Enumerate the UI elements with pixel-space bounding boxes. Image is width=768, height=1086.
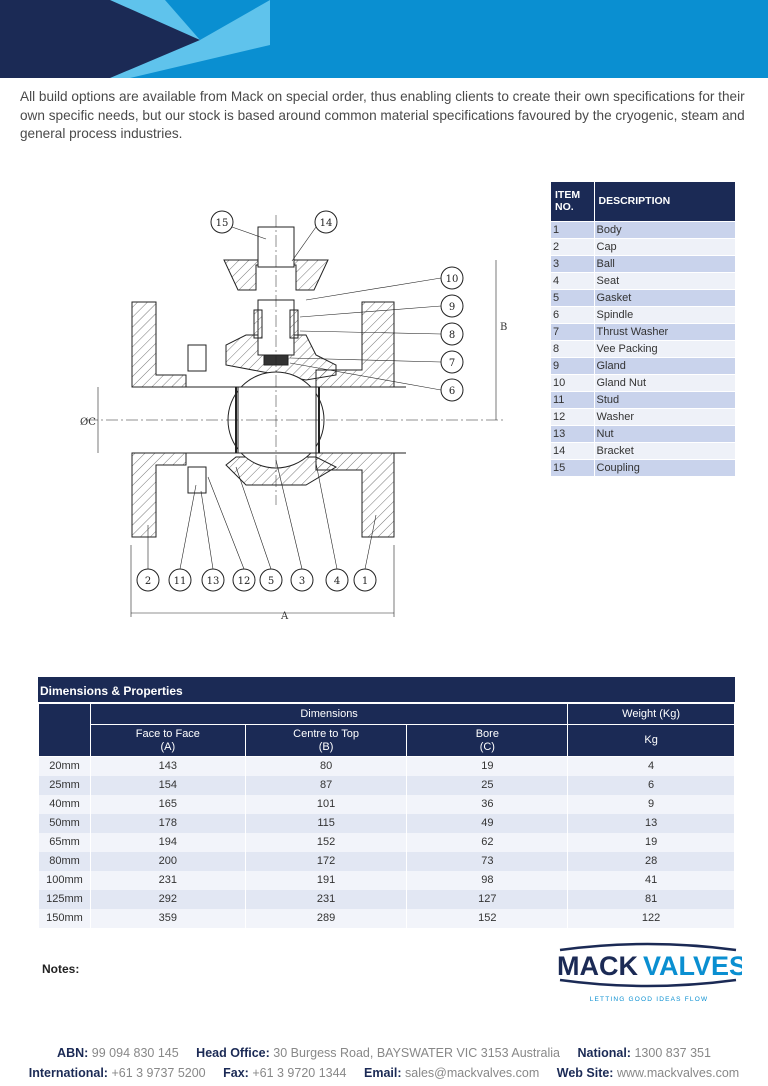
web-label: Web Site: [556,1066,614,1080]
callout-5: 5 [259,568,283,592]
header-banner [0,0,768,78]
callout-10: 10 [440,266,464,290]
ball-valve-drawing: A B ØC 15 14 10 9 8 7 6 2 11 13 12 5 3 4… [80,210,507,622]
svg-text:15: 15 [216,218,229,229]
notes-label: Notes: [42,962,80,976]
callout-12: 12 [232,568,256,592]
svg-text:12: 12 [238,576,251,587]
callout-15: 15 [210,210,234,234]
abn-value: 99 094 830 145 [91,1046,179,1060]
svg-text:8: 8 [449,330,455,341]
weight-group-header: Weight (Kg) [567,703,735,725]
kg-header: Kg [567,724,735,757]
svg-text:6: 6 [449,386,455,397]
callout-2: 2 [136,568,160,592]
svg-text:4: 4 [334,576,340,587]
callout-11: 11 [168,568,192,592]
email-label: Email: [364,1066,402,1080]
svg-text:13: 13 [207,576,220,587]
callout-7: 7 [440,350,464,374]
dim-b-label: B [500,322,507,333]
logo-mack: MACK [557,951,638,981]
svg-text:3: 3 [299,576,305,587]
svg-text:9: 9 [449,302,455,313]
centre-to-top-header: Centre to Top(B) [244,724,408,757]
dim-a-label: A [280,611,289,622]
callout-1: 1 [353,568,377,592]
dimensions-section: Dimensions & Properties Dimensions Weigh… [38,677,735,928]
parts-col-description: DESCRIPTION [593,182,735,221]
logo-tagline: LETTING GOOD IDEAS FLOW [590,996,709,1003]
footer-line-2: International: +61 3 9737 5200 Fax: +61 … [0,1066,768,1080]
dimensions-table: Dimensions Weight (Kg) Face to Face(A) C… [38,703,735,928]
dimensions-title: Dimensions & Properties [38,677,735,703]
fax-label: Fax: [223,1066,249,1080]
footer-line-1: ABN: 99 094 830 145 Head Office: 30 Burg… [57,1046,711,1060]
callout-4: 4 [325,568,349,592]
callout-9: 9 [440,294,464,318]
callout-14: 14 [314,210,338,234]
face-to-face-header: Face to Face(A) [89,724,246,757]
svg-text:7: 7 [449,358,455,369]
abn-label: ABN [57,1046,85,1060]
svg-text:14: 14 [320,218,333,229]
parts-col-item: ITEM NO. [551,182,594,221]
international-value: +61 3 9737 5200 [111,1066,206,1080]
svg-text:1: 1 [362,576,368,587]
callout-8: 8 [440,322,464,346]
website-link[interactable]: www.mackvalves.com [616,1066,740,1080]
svg-text:10: 10 [446,274,459,285]
international-label: International: [28,1066,108,1080]
dim-c-label: ØC [80,417,96,428]
fax-value: +61 3 9720 1344 [252,1066,347,1080]
callout-6: 6 [440,378,464,402]
head-office-value: 30 Burgess Road, BAYSWATER VIC 3153 Aust… [273,1046,561,1060]
email-link[interactable]: sales@mackvalves.com [405,1066,540,1080]
bore-header: Bore(C) [406,724,569,757]
svg-text:11: 11 [174,576,187,587]
size-header [38,703,91,757]
head-office-label: Head Office: [196,1046,270,1060]
national-label: National: [577,1046,631,1060]
mack-valves-logo: MACK VALVES LETTING GOOD IDEAS FLOW [557,942,742,1003]
svg-text:2: 2 [145,576,151,587]
intro-paragraph: All build options are available from Mac… [20,89,745,141]
national-value: 1300 837 351 [634,1046,711,1060]
callout-3: 3 [290,568,314,592]
callout-13: 13 [201,568,225,592]
logo-valves: VALVES [643,951,742,981]
dimensions-group-header: Dimensions [89,703,569,725]
svg-text:5: 5 [268,576,274,587]
